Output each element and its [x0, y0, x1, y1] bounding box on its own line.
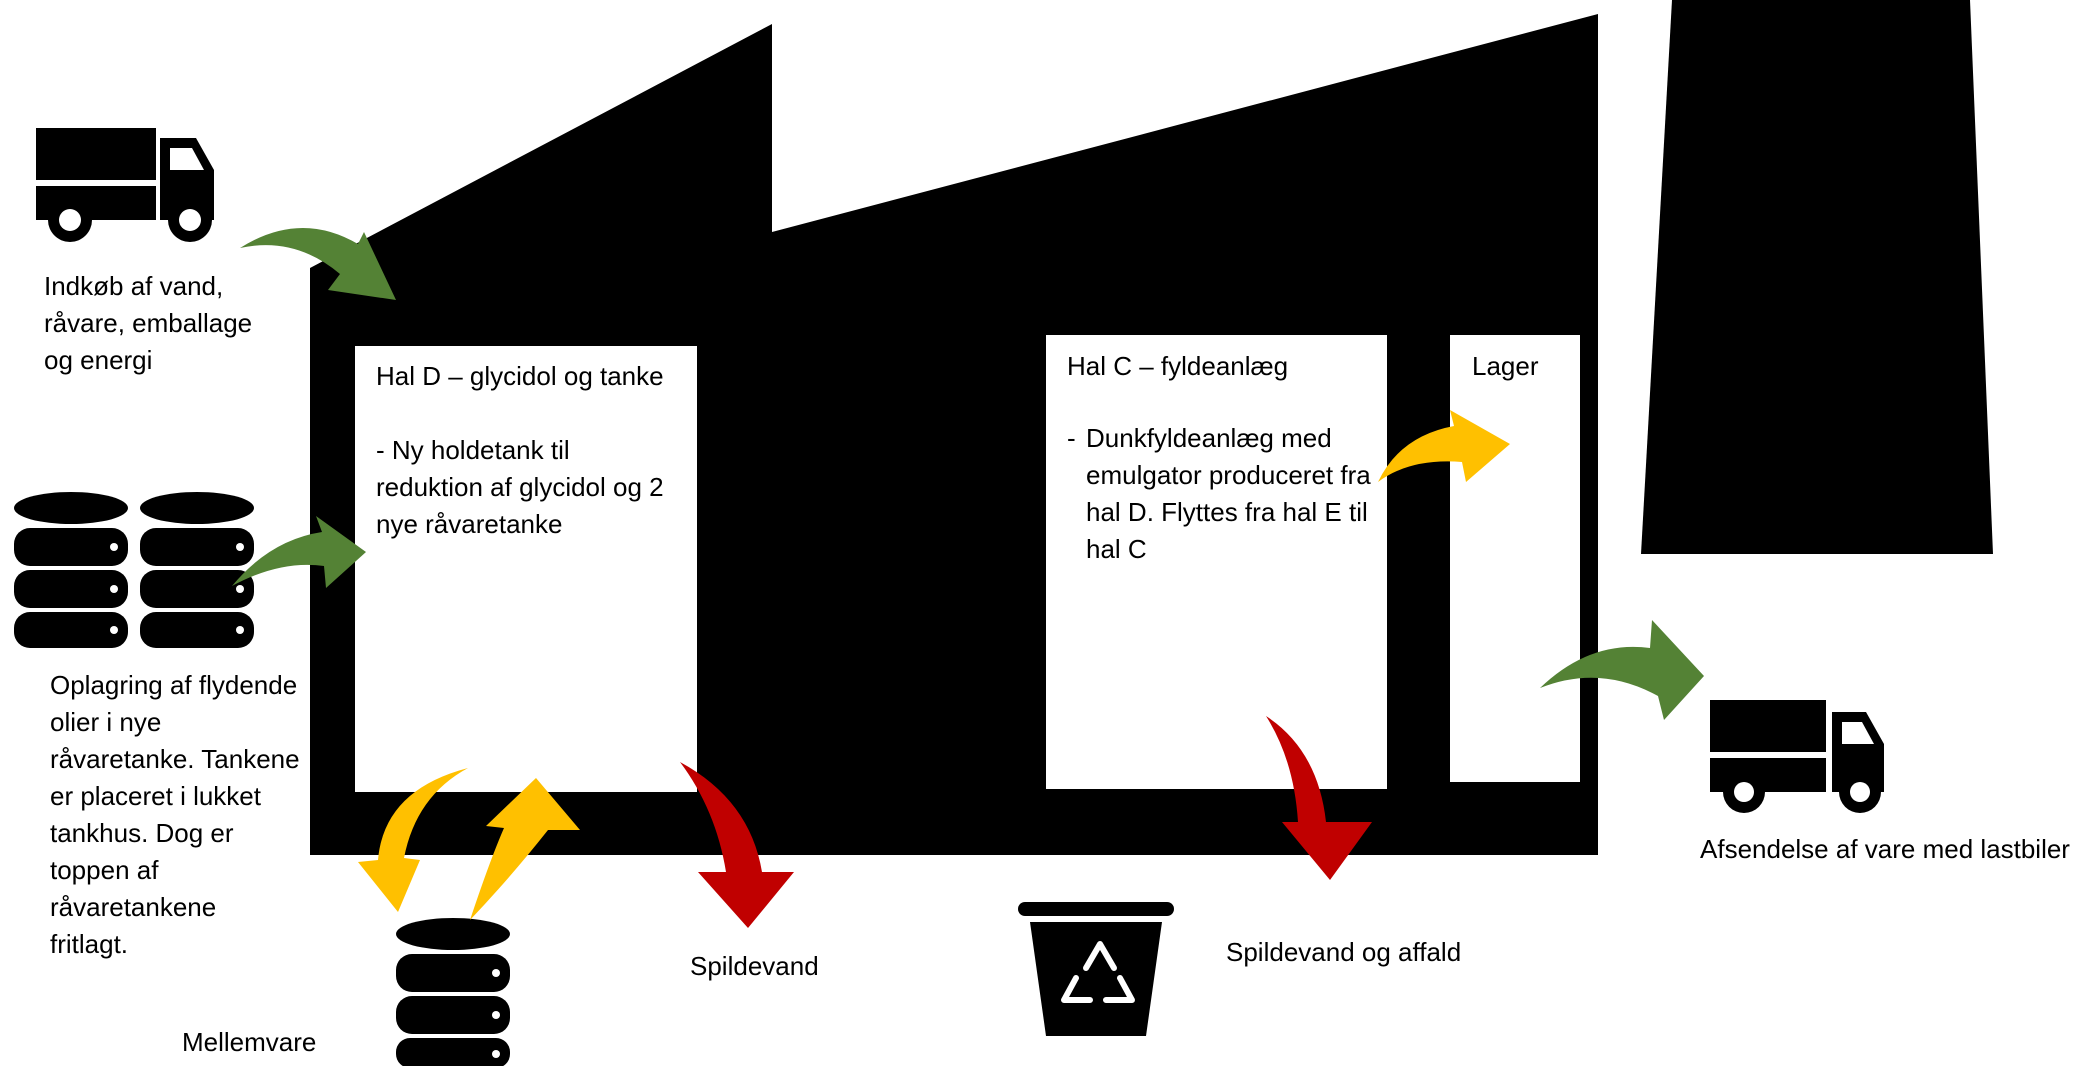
wastewater-label: Spildevand: [690, 951, 819, 981]
factory-chimney: [1641, 0, 1993, 554]
intermediate-label: Mellemvare: [182, 1027, 317, 1057]
hal-d-panel: [355, 346, 697, 792]
storage-label: Oplagring af flydende olier i nye råvare…: [50, 670, 300, 959]
waste-arrow: [1266, 716, 1372, 880]
truck-icon: [36, 128, 214, 242]
hal-c-bullet-marker: -: [1067, 423, 1076, 453]
waste-arrow: [680, 762, 794, 928]
hal-d-bullet: - Ny holdetank til reduktion af glycidol…: [376, 435, 664, 539]
wastewater-waste-label: Spildevand og affald: [1226, 937, 1462, 967]
internal-flow-arrow: [1378, 410, 1510, 482]
shipping-label: Afsendelse af vare med lastbiler: [1700, 834, 2070, 864]
hal-c-title: Hal C – fyldeanlæg: [1067, 351, 1289, 381]
recycle-bin-icon: [1018, 902, 1174, 1036]
database-tank-icon: [396, 918, 510, 1066]
storage-tanks-icon: [14, 492, 254, 648]
inflow-arrow: [240, 227, 396, 300]
internal-flow-arrow: [358, 768, 468, 912]
hal-c-bullet: Dunkfyldeanlæg med emulgator produceret …: [1086, 423, 1371, 564]
internal-flow-arrow: [470, 778, 580, 920]
hal-c-panel: [1046, 335, 1387, 789]
truck-icon: [1710, 700, 1884, 813]
inflow-arrow: [232, 516, 366, 588]
lager-title: Lager: [1472, 351, 1539, 381]
purchase-label: Indkøb af vand, råvare, emballage og ene…: [44, 271, 253, 375]
hal-d-title: Hal D – glycidol og tanke: [376, 361, 664, 391]
outflow-arrow: [1540, 620, 1704, 720]
lager-panel: [1450, 335, 1580, 782]
